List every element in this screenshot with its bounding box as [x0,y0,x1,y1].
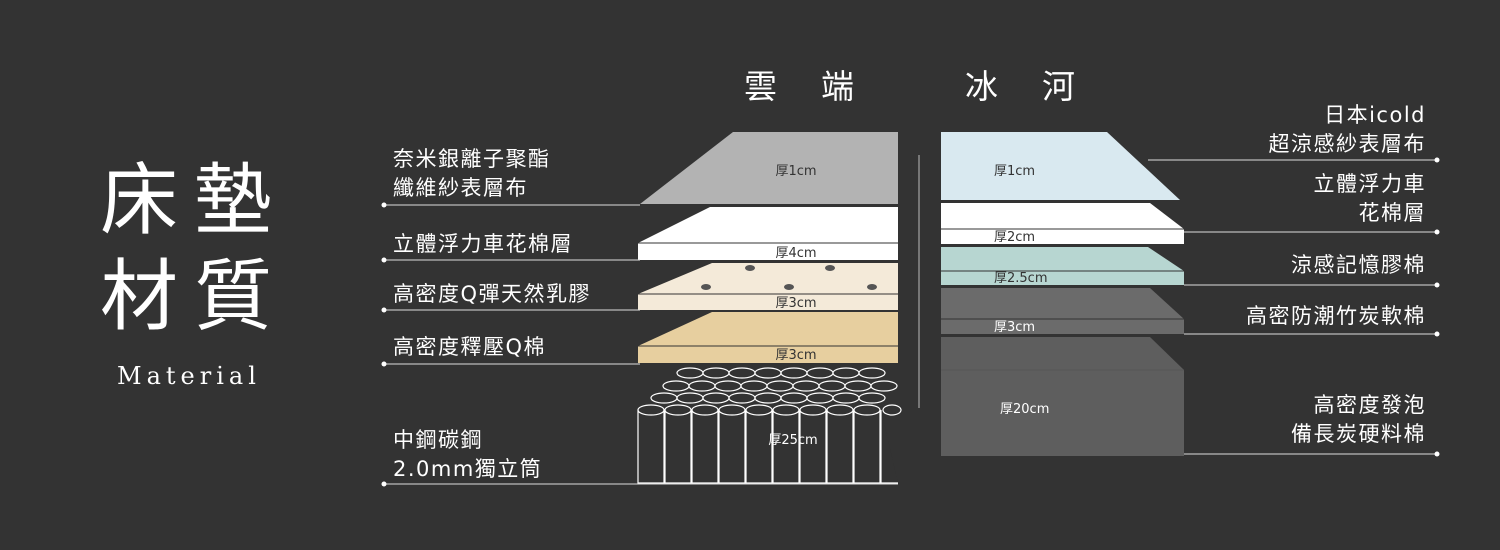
left-layer-1 [640,132,898,204]
right-thickness-2: 厚2cm [994,230,1035,245]
left-layer-3-side [638,294,898,310]
column-title-right: 冰河 [965,67,1119,106]
left-label-4-line1: 高密度釋壓Q棉 [393,335,547,359]
left-thickness-4: 厚3cm [775,348,816,363]
right-label-2: 立體浮力車 花棉層 [1314,170,1427,228]
right-label-1: 日本icold 超涼感紗表層布 [1269,101,1427,159]
right-thickness-1: 厚1cm [994,164,1035,179]
right-layer-4-top [941,288,1184,319]
right-layer-3-top [941,247,1184,271]
left-thickness-3: 厚3cm [775,296,816,311]
left-label-3-line1: 高密度Q彈天然乳膠 [393,282,592,306]
left-layer-4-side [638,346,898,363]
column-title-left: 雲端 [744,67,898,106]
left-thickness-2: 厚4cm [775,246,816,261]
left-label-3: 高密度Q彈天然乳膠 [393,280,591,309]
left-label-5: 中鋼碳鋼 2.0mm獨立筒 [393,426,542,484]
right-layer-5-top [941,337,1184,370]
left-label-1: 奈米銀離子聚酯 纖維紗表層布 [393,145,551,203]
title-line-2: 材質 [100,252,289,342]
left-layer-2-side [638,243,898,260]
title-line-1: 床墊 [100,156,289,246]
right-thickness-5: 厚20cm [1000,402,1049,417]
right-thickness-4: 厚3cm [994,320,1035,335]
left-label-1-line1: 奈米銀離子聚酯 [393,147,551,171]
right-label-4: 高密防潮竹炭軟棉 [1246,302,1426,331]
right-label-1-line2: 超涼感紗表層布 [1268,132,1426,156]
right-label-1-line1: 日本icold [1324,103,1426,127]
right-layer-1 [941,132,1180,200]
spring-tops [650,367,898,404]
left-label-2-line1: 立體浮力車花棉層 [393,232,573,256]
left-leader-lines [381,202,898,487]
right-label-5-line1: 高密度發泡 [1313,393,1426,417]
left-label-1-line2: 纖維紗表層布 [393,176,528,200]
title-english: Material [117,362,261,390]
spring-cylinders [637,404,902,484]
right-thickness-3: 厚2.5cm [994,271,1048,286]
right-label-3: 涼感記憶膠棉 [1291,251,1426,280]
left-label-4: 高密度釋壓Q棉 [393,333,546,362]
right-layer-2-side [941,229,1184,244]
right-label-3-line1: 涼感記憶膠棉 [1291,253,1426,277]
right-label-5-line2: 備長炭硬料棉 [1291,422,1426,446]
left-label-2: 立體浮力車花棉層 [393,230,573,259]
right-layer-5-side [941,370,1184,456]
left-layer-2-top [638,207,898,243]
right-label-4-line1: 高密防潮竹炭軟棉 [1246,304,1426,328]
left-layer-4-top [638,312,898,346]
left-layer-3-top [638,263,898,294]
right-label-5: 高密度發泡 備長炭硬料棉 [1291,391,1426,449]
left-layer-5-springs [637,367,902,484]
right-leader-lines [1148,157,1440,457]
right-layer-3-side [941,271,1184,285]
left-label-5-line2: 2.0mm獨立筒 [393,457,543,481]
right-layer-4-side [941,319,1184,334]
left-thickness-1: 厚1cm [775,164,816,179]
left-thickness-5: 厚25cm [768,433,817,448]
right-layer-2-top [941,203,1184,229]
right-label-2-line1: 立體浮力車 [1313,172,1426,196]
right-label-2-line2: 花棉層 [1358,201,1426,225]
left-label-5-line1: 中鋼碳鋼 [393,428,483,452]
